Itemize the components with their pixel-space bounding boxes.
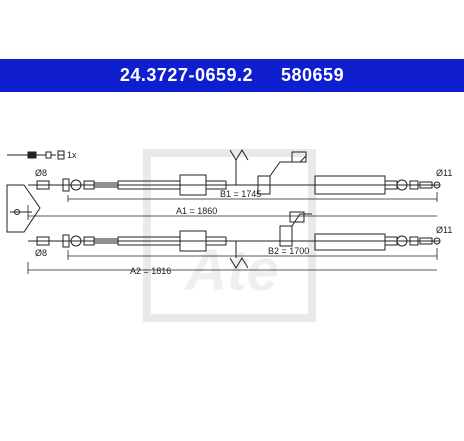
header-banner: 24.3727-0659.2 580659 [0,59,464,92]
part-number: 24.3727-0659.2 [119,65,254,85]
dimension-a1 [27,205,437,220]
bottom-cable [28,211,441,269]
diameter-left-top: Ø8 [35,168,47,178]
dim-b1-label: B1 = 1745 [220,189,261,199]
reference-number: 580659 [281,65,345,85]
pin-icon [7,151,56,159]
bracket-icon [6,184,41,233]
diameter-right-top: Ø11 [436,168,452,178]
diameter-right-bottom: Ø11 [436,225,452,235]
top-cable [28,149,441,196]
dimension-a2 [27,262,437,274]
diameter-left-bottom: Ø8 [35,248,47,258]
watermark-logo: Ate [143,149,316,322]
dimension-b1 [67,192,438,202]
dim-b2-label: B2 = 1700 [268,246,309,256]
dimension-b2 [67,248,438,260]
watermark-text: Ate [183,238,278,303]
dim-a2-label: A2 = 1816 [130,266,171,276]
dim-a1-label: A1 = 1860 [176,206,217,216]
quantity-label: 1x [67,150,77,160]
box-icon [57,150,65,160]
